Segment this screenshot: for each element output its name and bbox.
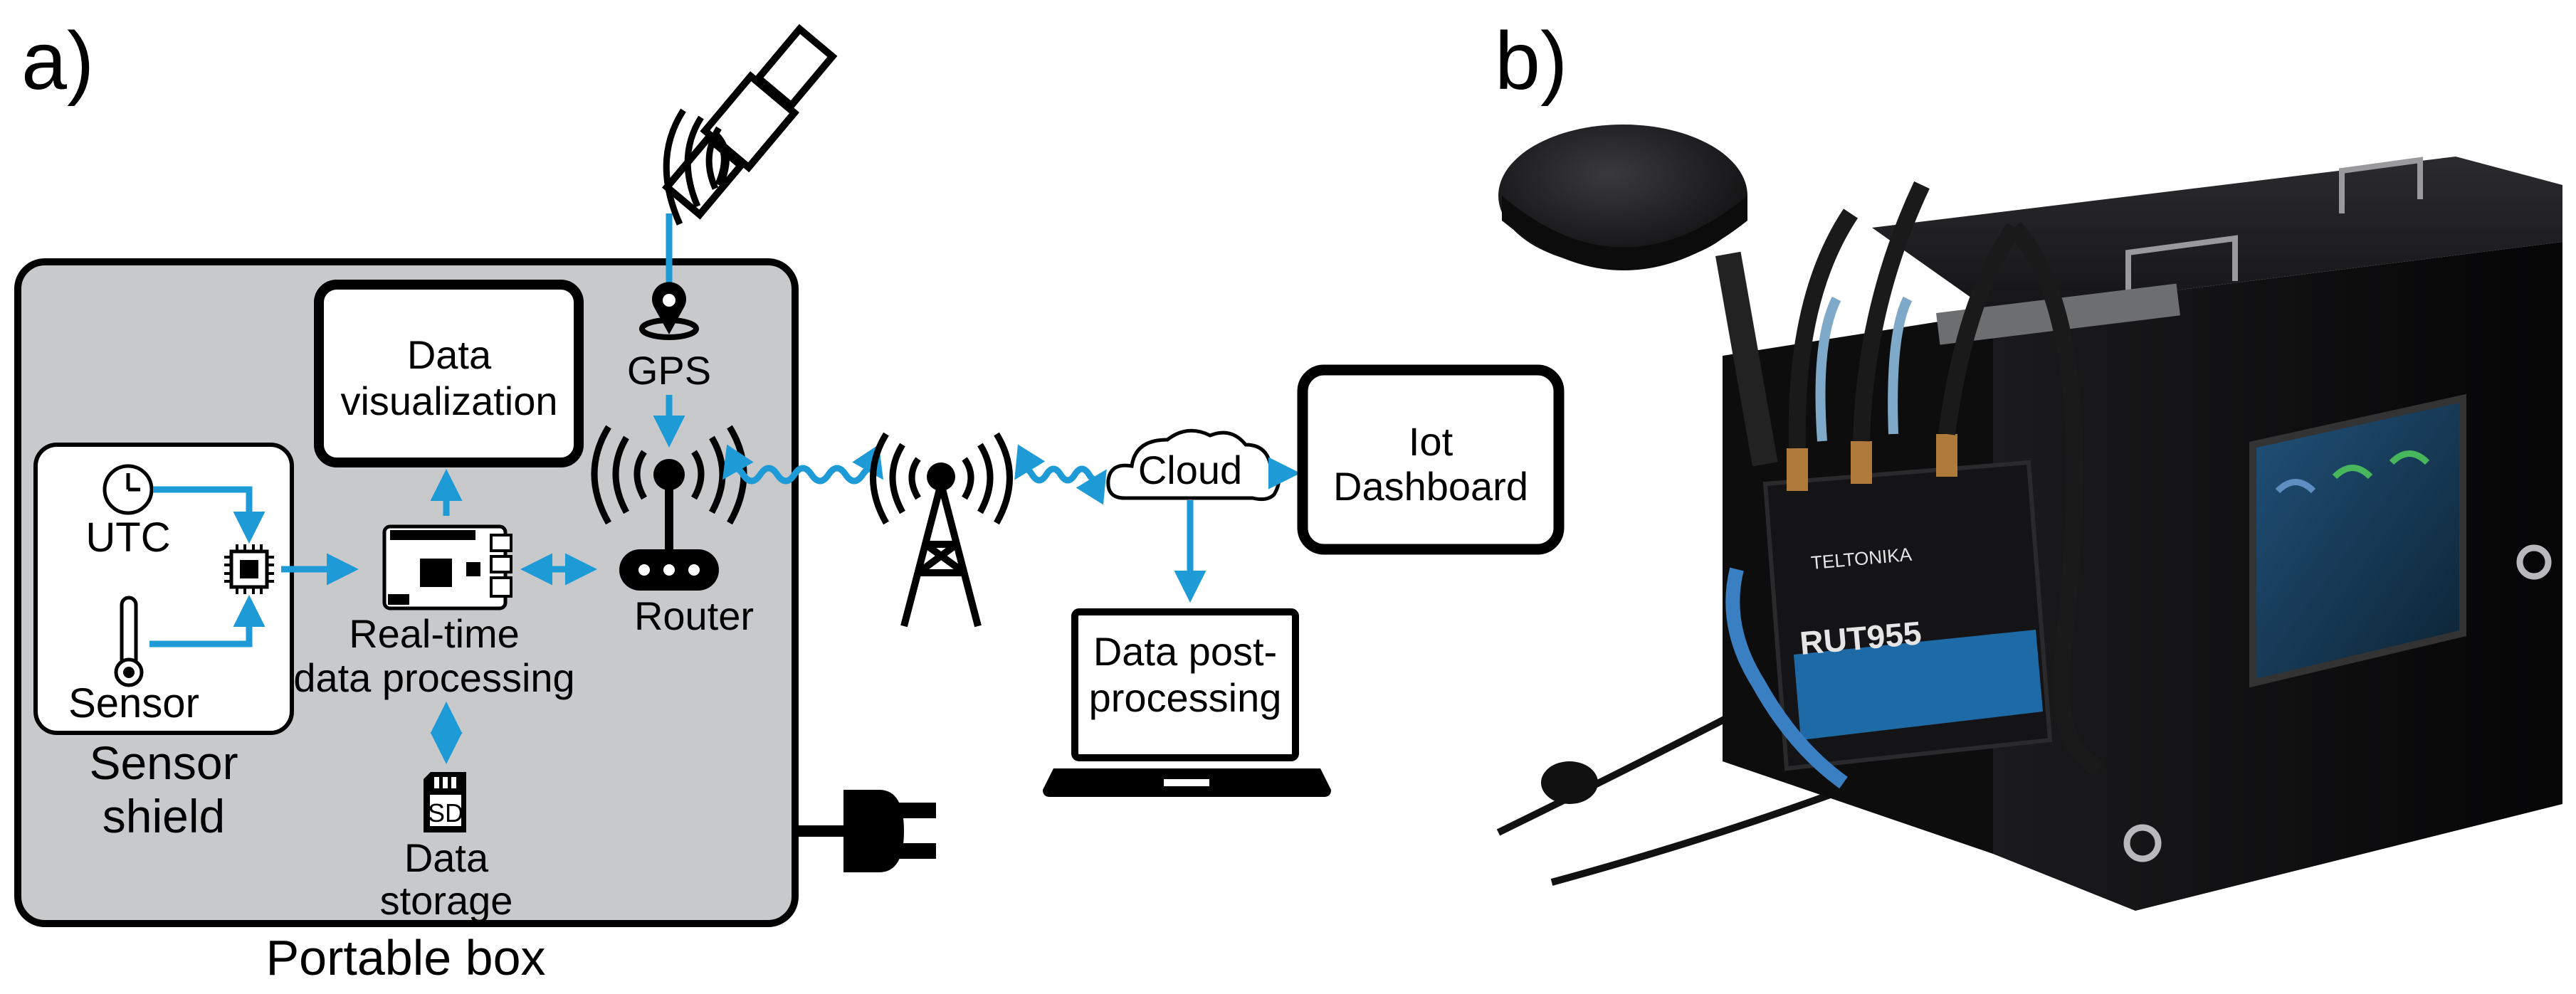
data-post-line1: Data post- [1093, 629, 1277, 674]
data-storage-line2: storage [380, 878, 513, 923]
data-storage-line1: Data [404, 835, 489, 880]
thermometer-icon [114, 596, 144, 687]
satellite-signal-icon [663, 108, 730, 226]
real-time-line1: Real-time [349, 611, 520, 656]
arrow-clock-to-chip [153, 486, 266, 544]
cell-tower-icon [870, 432, 1013, 628]
raspberry-pi-board-icon [382, 524, 512, 610]
data-post-line2: processing [1089, 675, 1282, 720]
device-photo: TELTONIKA RUT955 [1496, 125, 2562, 911]
iot-dashboard-line2: Dashboard [1333, 464, 1528, 509]
sensor-shield-label-1: Sensor [89, 736, 238, 789]
data-visualization-line2: visualization [340, 379, 557, 423]
panel-b-label: b) [1495, 16, 1567, 107]
data-visualization-line1: Data [407, 332, 492, 377]
utc-label: UTC [85, 514, 170, 561]
iot-dashboard-line1: Iot [1409, 419, 1453, 464]
gps-pin-icon [639, 282, 699, 340]
sensor-shield-box [33, 443, 294, 735]
clock-icon [102, 464, 154, 515]
data-visualization-screen [314, 280, 584, 467]
sensor-shield-label-2: shield [102, 790, 225, 842]
portable-box-label: Portable box [266, 930, 545, 985]
gps-label: GPS [627, 348, 711, 393]
dashboard-screen [2249, 393, 2466, 688]
laptop-icon [1043, 608, 1331, 797]
microchip-icon [224, 544, 274, 594]
panel-a-label: a) [21, 16, 94, 107]
wireless-link-router-tower [722, 444, 883, 485]
real-time-line2: data processing [293, 655, 574, 700]
arrow-sensor-to-chip [149, 595, 266, 647]
power-plug-icon [795, 790, 936, 872]
sensor-label: Sensor [68, 680, 199, 726]
gps-dome-antenna [1498, 125, 1747, 267]
wireless-link-tower-cloud [1014, 444, 1107, 505]
satellite-icon [661, 23, 838, 220]
iot-dashboard-screen [1297, 364, 1565, 555]
cloud-label: Cloud [1138, 448, 1242, 492]
sd-card-icon [424, 772, 466, 832]
sd-label: SD [428, 798, 463, 828]
router-label: Router [634, 593, 754, 638]
